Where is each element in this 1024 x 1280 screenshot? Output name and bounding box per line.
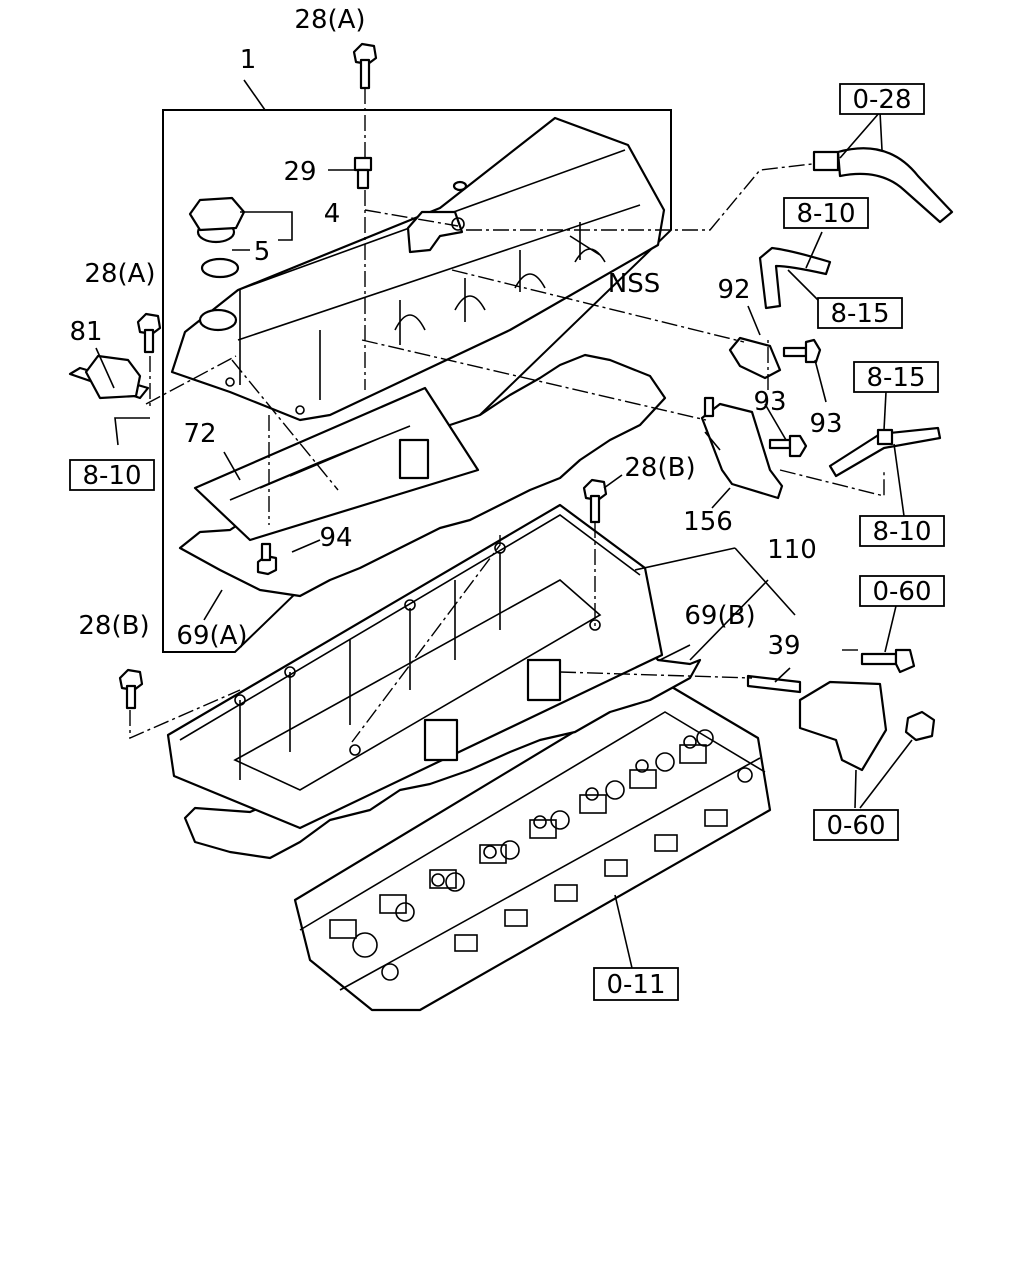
bracket-156 [700,396,784,500]
callout-nss: NSS [608,269,660,299]
svg-text:0-60: 0-60 [826,811,885,841]
bolt-28b-left [118,668,144,710]
breather-elbow [406,210,464,254]
svg-text:8-15: 8-15 [830,299,889,329]
ref-box-8-15-top[interactable]: 8-15 [817,297,903,329]
callout-110: 110 [767,535,817,565]
stud-39 [746,674,802,694]
callout-1: 1 [240,45,257,75]
callout-28a-top: 28(A) [294,5,365,35]
svg-text:8-15: 8-15 [866,363,925,393]
rocker-housing-port-right [526,658,562,702]
bolt-93-lower [768,434,808,458]
svg-text:0-60: 0-60 [872,577,931,607]
hose-8-10-top [758,246,832,310]
cover-stud [452,180,468,192]
cylinder-head [293,678,772,1012]
sensor-0-60 [798,648,936,772]
cylinder-head-cover [170,116,666,422]
bolt-28a-left [136,312,162,354]
ref-box-0-60-top[interactable]: 0-60 [859,575,945,607]
callout-72: 72 [183,419,216,449]
callout-28b-right: 28(B) [624,453,695,483]
callout-labels: 1 28(A) 29 4 5 28(A) 81 NSS 72 94 69(A) … [69,5,842,661]
rocker-housing-port-left [423,718,459,762]
ref-box-8-15-right[interactable]: 8-15 [853,361,939,393]
rocker-housing-110 [166,503,664,830]
stud-29 [353,156,373,190]
callout-39: 39 [767,631,800,661]
callout-81: 81 [69,317,102,347]
clamp-81 [68,354,150,400]
o-ring-5 [200,257,240,279]
breather-hose-0-28 [812,147,954,224]
svg-text:8-10: 8-10 [82,461,141,491]
callout-28b-left: 28(B) [78,611,149,641]
oil-filler-neck [198,308,238,332]
callout-93-right: 93 [809,409,842,439]
svg-text:0-11: 0-11 [606,970,665,1000]
callout-156: 156 [683,507,733,537]
callout-94: 94 [319,523,352,553]
cylinder-head-ports [329,744,728,952]
ref-box-0-11[interactable]: 0-11 [593,967,679,1001]
ref-box-0-28[interactable]: 0-28 [839,83,925,115]
bolt-28a-top [352,42,378,90]
bolt-94 [256,542,278,576]
callout-4: 4 [324,199,341,229]
ref-box-8-10-left[interactable]: 8-10 [69,459,155,491]
svg-text:8-10: 8-10 [796,199,855,229]
callout-93-left: 93 [753,387,786,417]
baffle-plate-72 [193,386,480,542]
ref-box-0-60-bottom[interactable]: 0-60 [813,809,899,841]
svg-text:0-28: 0-28 [852,85,911,115]
callout-28a-left: 28(A) [84,259,155,289]
ref-box-8-10-right[interactable]: 8-10 [859,515,945,547]
svg-text:8-10: 8-10 [872,517,931,547]
leader-lines [95,79,913,969]
callout-69b: 69(B) [684,601,755,631]
bolt-93-upper [782,338,822,364]
callout-29: 29 [283,157,316,187]
phantom-lines [129,88,885,743]
callout-5: 5 [254,237,271,267]
callout-69a: 69(A) [176,621,247,651]
cylinder-head-valve-seats [352,729,753,981]
ref-box-8-10-top[interactable]: 8-10 [783,197,869,229]
hose-8-15-right [828,426,942,478]
bolt-28b-right [582,478,608,524]
bracket-92 [728,336,782,380]
oil-filler-cap [188,196,246,244]
callout-92: 92 [717,275,750,305]
